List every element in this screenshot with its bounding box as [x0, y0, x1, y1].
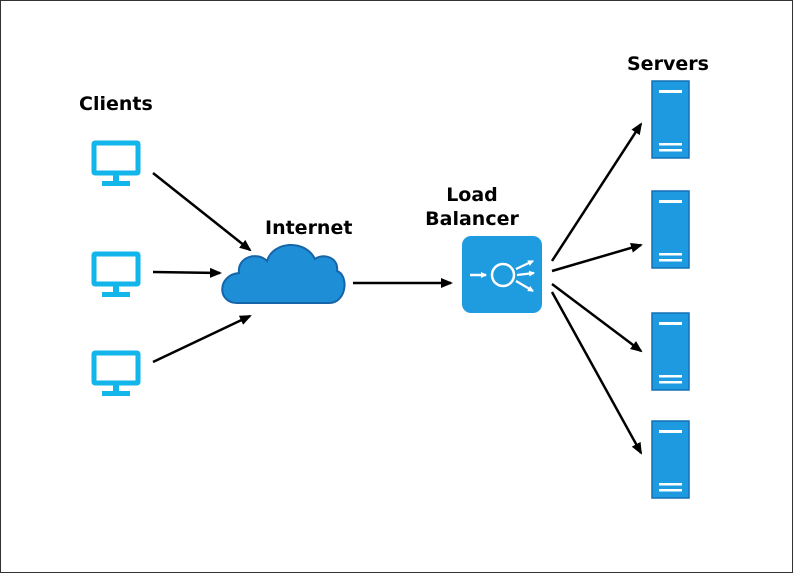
load-balancer-label: Load Balancer: [416, 183, 528, 231]
server-icon-3: [651, 312, 690, 391]
server-icon-4: [651, 420, 690, 499]
arrow-lb-to-server-1: [550, 122, 643, 262]
servers-label: Servers: [627, 53, 709, 75]
client-monitor-icon-3: [91, 350, 141, 396]
arrow-lb-to-server-4: [550, 291, 643, 455]
client-monitor-icon-2: [91, 251, 141, 297]
clients-label: Clients: [79, 93, 153, 115]
cloud-icon: [221, 244, 346, 304]
arrow-client1-to-internet: [152, 172, 252, 252]
arrow-lb-to-server-3: [551, 283, 643, 353]
arrow-lb-to-server-2: [551, 243, 643, 273]
client-monitor-icon-1: [91, 140, 141, 186]
server-icon-2: [651, 190, 690, 269]
load-balancer-label-line2: Balancer: [425, 208, 519, 230]
server-icon-1: [651, 80, 690, 159]
arrow-client3-to-internet: [152, 314, 252, 364]
arrow-client2-to-internet: [152, 267, 222, 278]
internet-label: Internet: [265, 217, 353, 239]
load-balancer-label-line1: Load: [446, 184, 498, 206]
load-balancer-icon: [462, 236, 542, 313]
